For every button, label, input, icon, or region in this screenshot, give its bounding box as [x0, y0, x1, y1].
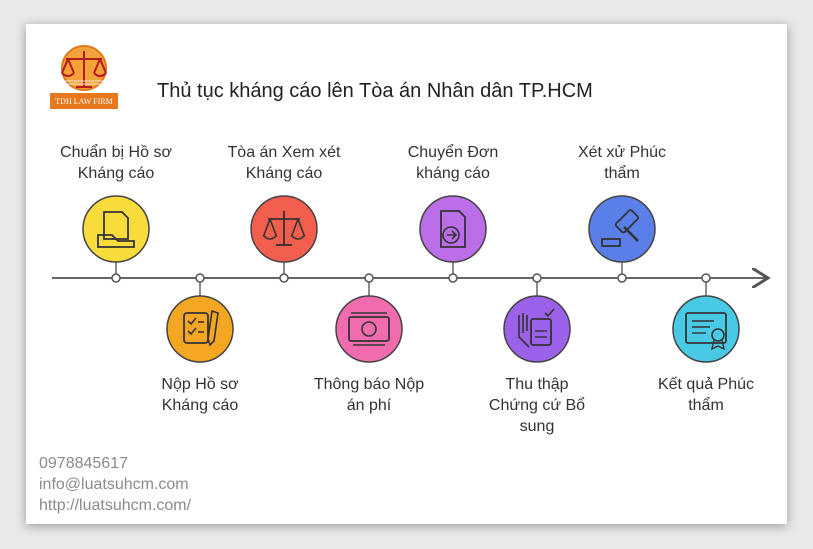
step-circle	[250, 195, 318, 263]
step-label-line: Xét xử Phúc	[577, 144, 667, 161]
contact-email[interactable]: info@luatsuhcm.com	[39, 476, 189, 493]
step-circle	[503, 295, 571, 363]
checklist-pen-icon	[183, 309, 219, 347]
step-label-line: sung	[519, 418, 555, 435]
step-label: Chuyển Đơn kháng cáo	[378, 142, 528, 184]
tdh-law-firm-logo: TDH LAW FIRM	[48, 43, 120, 113]
infographic-card	[26, 24, 787, 524]
timeline-node	[195, 273, 205, 283]
contact-phone: 0978845617	[39, 455, 128, 472]
logo-text: TDH LAW FIRM	[55, 97, 112, 106]
step-circle-bg	[82, 195, 150, 263]
step-label-line: Chuẩn bị Hồ sơ	[60, 144, 172, 161]
timeline-node	[532, 273, 542, 283]
contact-website[interactable]: http://luatsuhcm.com/	[39, 497, 192, 514]
step-circle-bg	[588, 195, 656, 263]
contact-block: 0978845617 info@luatsuhcm.com http://lua…	[39, 453, 191, 516]
gavel-icon	[601, 209, 640, 247]
step-label-line: Kết quả Phúc	[657, 376, 755, 393]
document-forward-icon	[440, 210, 466, 248]
page-title: Thủ tục kháng cáo lên Tòa án Nhân dân TP…	[157, 80, 593, 102]
timeline-node	[111, 273, 121, 283]
step-circle-bg	[166, 295, 234, 363]
certificate-icon	[685, 312, 727, 351]
step-label-line: Kháng cáo	[77, 165, 155, 182]
timeline-node	[364, 273, 374, 283]
step-circle-bg	[335, 295, 403, 363]
step-label-line: Tòa án Xem xét	[227, 144, 341, 161]
step-label-line: Nộp Hồ sơ	[161, 376, 239, 393]
timeline-node	[279, 273, 289, 283]
step-circle	[672, 295, 740, 363]
timeline-node	[617, 273, 627, 283]
step-label: Nộp Hồ sơ Kháng cáo	[125, 374, 275, 416]
scales-icon	[262, 211, 306, 246]
step-circle	[588, 195, 656, 263]
step-label-line: Chứng cứ Bổ	[488, 397, 586, 414]
step-label-line: Kháng cáo	[245, 165, 323, 182]
step-label-line: Thu thập	[505, 376, 569, 393]
money-icon	[348, 312, 390, 346]
step-label: Chuẩn bị Hồ sơ Kháng cáo	[41, 142, 191, 184]
step-label-line: Chuyển Đơn	[407, 144, 499, 161]
step-circle-bg	[672, 295, 740, 363]
timeline-node	[448, 273, 458, 283]
step-label: Xét xử Phúc thẩm	[547, 142, 697, 184]
step-circle-bg	[419, 195, 487, 263]
step-label-line: Kháng cáo	[161, 397, 239, 414]
step-circle	[335, 295, 403, 363]
step-label-line: thẩm	[604, 165, 640, 182]
timeline-node	[701, 273, 711, 283]
step-label-line: Thông báo Nộp	[313, 376, 425, 393]
evidence-hand-icon	[518, 308, 555, 348]
step-label-line: kháng cáo	[416, 165, 490, 182]
step-circle	[419, 195, 487, 263]
step-circle-bg	[503, 295, 571, 363]
document-hand-icon	[97, 211, 135, 248]
step-label-line: thẩm	[688, 397, 724, 414]
step-circle	[82, 195, 150, 263]
step-label-line: án phí	[346, 397, 392, 414]
step-label: Thông báo Nộp án phí	[294, 374, 444, 416]
step-label: Kết quả Phúc thẩm	[631, 374, 781, 416]
step-circle	[166, 295, 234, 363]
